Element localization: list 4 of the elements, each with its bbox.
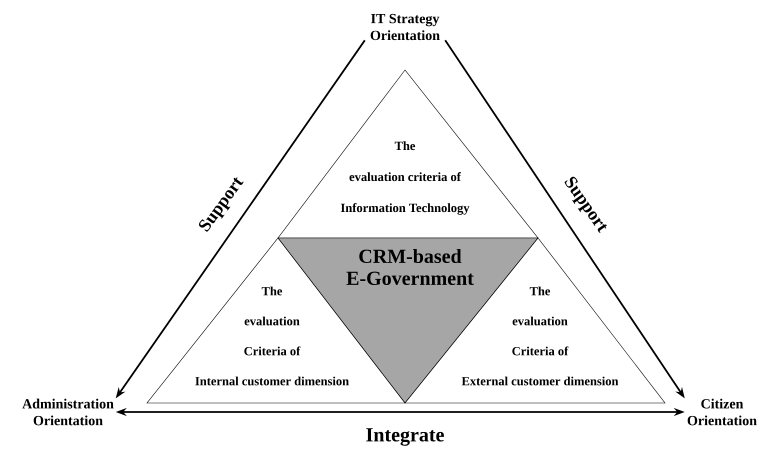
orientation-label: IT Strategy Orientation — [370, 14, 440, 40]
orientation-label: Citizen Orientation — [688, 398, 757, 426]
edge-label: Integrate — [366, 428, 444, 446]
orientation-label: Administration Orientation — [22, 398, 114, 426]
